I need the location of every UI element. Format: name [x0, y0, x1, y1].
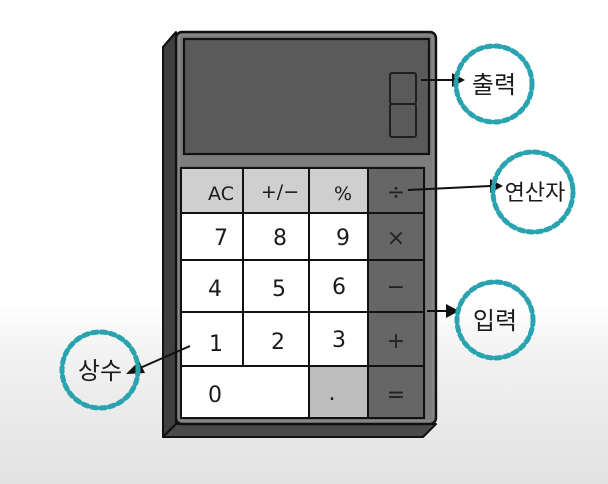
key-1[interactable] [180, 311, 244, 367]
callout-output-ring [453, 43, 535, 125]
callout-operator: 연산자 [490, 149, 576, 235]
key-multiply-label: × [387, 226, 405, 251]
callout-input-label: 입력 [473, 307, 517, 335]
callout-operator-label: 연산자 [505, 181, 566, 206]
key-3-label: 3 [332, 328, 346, 353]
callout-input-ring [454, 279, 536, 361]
key-percent-label: % [334, 183, 352, 205]
key-8-label: 8 [273, 226, 287, 251]
key-2[interactable] [242, 311, 310, 367]
key-9[interactable] [308, 212, 369, 261]
key-0-label: 0 [208, 383, 222, 408]
display-screen [182, 37, 431, 156]
callout-constant-ring [59, 329, 141, 411]
key-divide-label: ÷ [387, 180, 405, 205]
callout-input: 입력 [454, 279, 536, 361]
calculator-side-edge [162, 31, 177, 438]
calculator-bottom-edge [162, 423, 437, 438]
key-ac-label: AC [208, 183, 234, 205]
key-6-label: 6 [332, 275, 346, 300]
callout-operator-ring [490, 149, 576, 235]
key-plus-label: + [387, 329, 405, 354]
display-digit [389, 72, 417, 138]
key-equals-label: = [387, 383, 405, 408]
callout-output-label: 출력 [472, 71, 516, 99]
key-equals[interactable] [367, 365, 425, 419]
arrow-head-input [446, 304, 459, 318]
key-decimal[interactable] [308, 365, 369, 419]
key-5-label: 5 [272, 277, 286, 302]
key-decimal-label: . [329, 381, 336, 406]
key-2-label: 2 [271, 330, 285, 355]
key-4-label: 4 [208, 277, 222, 302]
key-7-label: 7 [214, 226, 228, 251]
key-minus-label: − [387, 275, 405, 300]
key-8[interactable] [242, 212, 310, 261]
callout-output: 출력 [453, 43, 535, 125]
key-1-label: 1 [209, 332, 223, 357]
key-0[interactable] [180, 365, 310, 419]
key-plus-minus-label: +/− [261, 181, 299, 203]
callout-constant-label: 상수 [78, 357, 122, 385]
calculator: 8 AC +/− % ÷ 7 8 [162, 30, 438, 438]
key-9-label: 9 [336, 226, 350, 251]
key-plus[interactable] [367, 311, 425, 367]
key-7[interactable] [180, 212, 244, 261]
callout-constant: 상수 [59, 329, 141, 411]
